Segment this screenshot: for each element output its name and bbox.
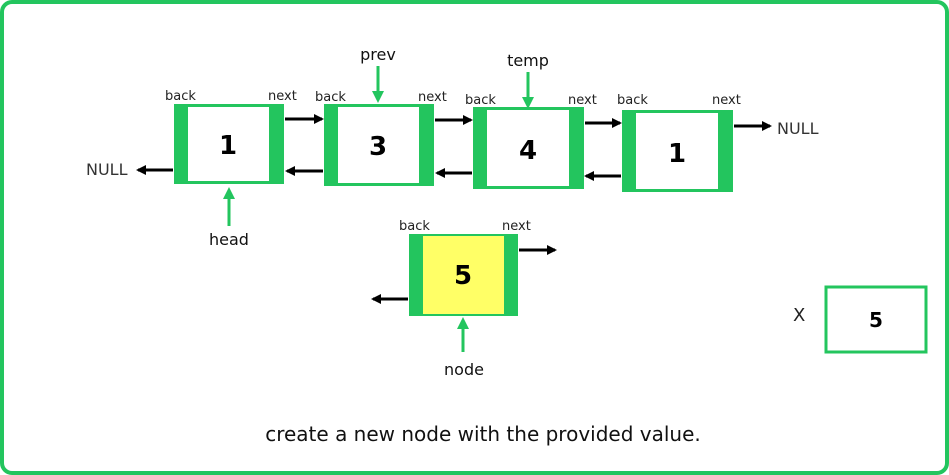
prev-pointer-label: prev [360,45,396,64]
node-pointer-label: node [444,360,484,379]
caption: create a new node with the provided valu… [265,422,701,446]
null-label-left: NULL [86,160,128,179]
variable-value: 5 [869,308,883,332]
back-label: back [399,219,430,234]
new-node-value: 5 [454,261,472,291]
node-value: 1 [219,131,237,161]
variable-name: X [793,305,805,326]
list-node-4: 1 [622,110,733,192]
null-label-right: NULL [777,119,819,138]
node-value: 1 [668,139,686,169]
next-label: next [568,93,597,108]
node-value: 4 [519,136,537,166]
new-node: 5 [409,234,518,316]
back-label: back [465,93,496,108]
temp-pointer-label: temp [507,51,549,70]
list-node-3: 4 [473,107,584,189]
next-label: next [502,219,531,234]
next-label: next [418,90,447,105]
head-pointer-label: head [209,230,249,249]
back-label: back [315,90,346,105]
list-node-1: 1 [174,104,284,184]
list-node-2: 3 [324,104,434,186]
next-label: next [712,93,741,108]
node-value: 3 [369,132,387,162]
next-label: next [268,89,297,104]
back-label: back [165,89,196,104]
back-label: back [617,93,648,108]
variable-box [824,285,928,354]
